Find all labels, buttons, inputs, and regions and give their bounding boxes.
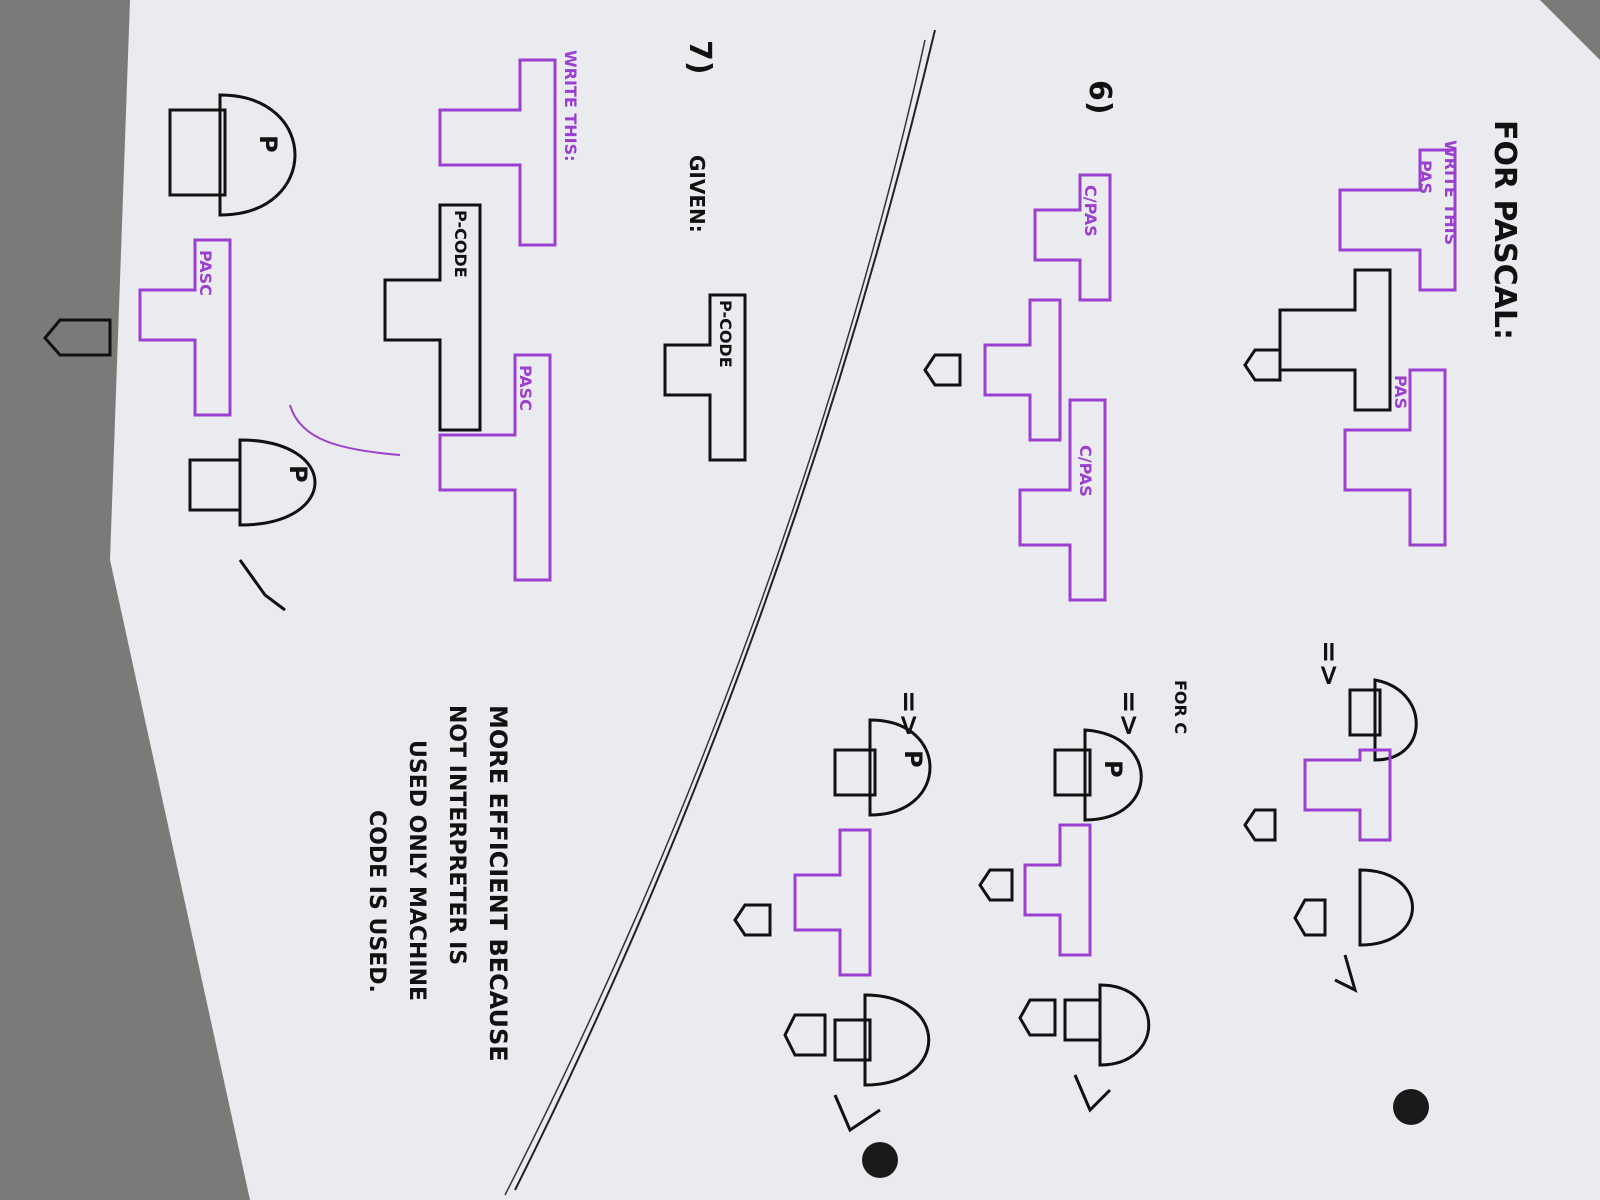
machine-icon [1243, 808, 1277, 842]
arrow-text: => [1313, 640, 1346, 687]
efficiency-note-line: NOT INTERPRETER IS [444, 705, 469, 965]
machine-icon [783, 1013, 827, 1057]
compiler-t-diagram [663, 293, 747, 462]
for-c-label: FOR C [1171, 680, 1190, 734]
program-shape [868, 718, 932, 817]
machine-icon [978, 868, 1014, 902]
shape-label: P [284, 465, 312, 483]
heading-text: FOR PASCAL: [1487, 120, 1522, 340]
paper-sheet [110, 0, 1600, 1200]
compiler-t-diagram [1303, 748, 1392, 842]
question-6-label: 6) [1082, 80, 1117, 115]
program-shape [1358, 868, 1414, 947]
arrow-stroke [289, 404, 401, 456]
shape-label: PASC [516, 365, 535, 411]
compiler-t-diagram [438, 353, 552, 582]
program-box [168, 108, 227, 197]
program-shape [218, 93, 297, 217]
compiler-t-diagram [138, 238, 232, 417]
checkmark [833, 1094, 881, 1133]
compiler-t-diagram [1278, 268, 1392, 412]
compiler-t-diagram [1338, 148, 1457, 292]
binder-hole [1393, 1089, 1429, 1125]
compiler-t-diagram [1023, 823, 1092, 957]
compiler-t-diagram [383, 203, 482, 432]
checkmark [238, 559, 286, 612]
program-box [1348, 688, 1382, 737]
program-shape [863, 993, 931, 1087]
compiler-t-diagram [1343, 368, 1447, 547]
shape-label: C/PAS [1076, 445, 1095, 497]
program-box [1053, 748, 1092, 797]
efficiency-note-line: MORE EFFICIENT BECAUSE [484, 705, 512, 1062]
compiler-t-diagram [1018, 398, 1107, 602]
shape-label: C/PAS [1081, 185, 1100, 237]
checkmark [1334, 954, 1358, 993]
program-shape [238, 438, 317, 527]
write-this-text: WRITE THIS: [561, 50, 580, 162]
shape-label: PASC [196, 250, 215, 296]
machine-icon [1018, 998, 1057, 1037]
program-shape [1373, 678, 1418, 762]
shape-label: P-CODE [716, 300, 735, 368]
write-this-text: WRITE THIS [1441, 140, 1460, 245]
shape-label: P [899, 750, 927, 768]
program-box [1063, 998, 1102, 1042]
compiler-t-diagram [1033, 173, 1112, 302]
binder-hole [862, 1142, 898, 1178]
program-shape [1083, 728, 1143, 822]
machine-icon [1293, 898, 1327, 937]
shape-label: PAS [1416, 160, 1435, 194]
program-box [188, 458, 242, 512]
compiler-t-diagram [438, 58, 557, 247]
machine-icon [923, 353, 962, 387]
program-box [833, 748, 877, 797]
divider-line [514, 29, 936, 1191]
shape-label: P [1099, 760, 1127, 778]
divider-line [504, 39, 926, 1196]
question-7-label: 7) [682, 40, 717, 75]
machine-icon [733, 903, 772, 937]
shape-label: P-CODE [451, 210, 470, 278]
checkmark [1073, 1074, 1112, 1113]
machine-icon [43, 318, 112, 357]
efficiency-note-line: USED ONLY MACHINE [404, 740, 429, 1001]
arrow-text: => [1113, 690, 1146, 737]
shape-label: P [254, 135, 282, 153]
compiler-t-diagram [793, 828, 872, 977]
program-box [833, 1018, 872, 1062]
efficiency-note-line: CODE IS USED. [364, 810, 389, 993]
given-label: GIVEN: [685, 155, 709, 233]
compiler-t-diagram [983, 298, 1062, 442]
machine-icon [1243, 348, 1282, 382]
shape-label: PAS [1391, 375, 1410, 409]
program-shape [1098, 983, 1151, 1067]
